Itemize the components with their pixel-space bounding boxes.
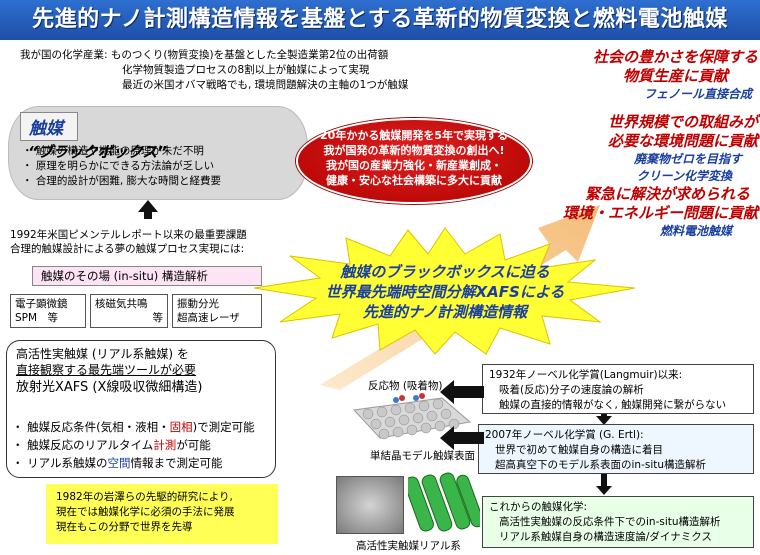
nanotube-catalyst-image — [408, 472, 480, 532]
down-arrow-icon — [596, 416, 612, 425]
page-title: 先進的ナノ計測構造情報を基盤とする革新的物質変換と燃料電池触媒 — [0, 0, 760, 40]
history-line: これからの触媒化学: — [489, 501, 588, 513]
catalyst-tag: 触媒 — [20, 112, 78, 141]
goal-example: 燃料電池触媒 — [659, 224, 732, 238]
history-line: 触媒の直接的情報がなく, 触媒開発に繋がらない — [499, 399, 727, 411]
star-line: 世界最先端時空間分解XAFSによる — [325, 283, 565, 301]
xafs-benefit: ・ 触媒反応条件(気相・液相・固相)で測定可能 — [12, 420, 255, 434]
star-burst-graphic — [253, 227, 636, 355]
blackbox-item: ・ 原理を明らかにできる方法論が乏しい — [22, 160, 215, 172]
blackbox-header: 触媒 “ブラックボックス” — [20, 112, 220, 161]
star-line: 先進的ナノ計測構造情報 — [362, 303, 528, 321]
goal-example: 廃棄物ゼロを目指す — [633, 152, 742, 166]
intro-text: 我が国の化学産業: ものつくり(物質変換)を基盤とした全製造業第2位の出荷額 化… — [12, 48, 452, 93]
down-arrow-icon — [596, 486, 612, 495]
technique-line: SPM 等 — [15, 312, 59, 324]
red-oval-line: 20年かかる触媒開発を5年で実現する — [320, 129, 508, 142]
history-box-1932: 1932年ノーベル化学賞(Langmuir)以来: 吸着(反応)分子の速度論の解… — [482, 364, 754, 414]
real-catalyst-line-1: 高活性実触媒 (リアル系触媒) を — [16, 347, 189, 361]
blackbox-list: ・ 触媒の構造や機能の原理が未だ不明 ・ 原理を明らかにできる方法論が乏しい ・… — [22, 144, 221, 189]
history-line: 世界で初めて触媒自身の構造に着目 — [495, 444, 663, 456]
technique-line: 核磁気共鳴 — [95, 298, 148, 310]
history-box-2007: 2007年ノーベル化学賞 (G. Ertl): 世界で初めて触媒自身の構造に着目… — [478, 424, 754, 474]
goal-text: 環境・エネルギー問題に貢献 — [562, 204, 758, 222]
goal-example: クリーン化学変換 — [636, 169, 732, 183]
red-oval-text: 20年かかる触媒開発を5年で実現する 我が国発の革新的物質変換の創出へ! 我が国… — [300, 128, 528, 188]
intro-line-1: 我が国の化学産業: ものつくり(物質変換)を基盤とした全製造業第2位の出荷額 — [20, 49, 389, 61]
technique-line: 超高速レーザ — [177, 312, 240, 324]
surface-label: 単結晶モデル触媒表面 — [370, 450, 475, 462]
single-crystal-surface-image — [352, 393, 472, 440]
report-line-2: 合理的触媒設計による夢の触媒プロセス実現には: — [10, 243, 245, 255]
blackbox-item: ・ 合理的設計が困難, 膨大な時間と経費要 — [22, 175, 222, 187]
history-line: リアル系触媒自身の構造速度論/ダイナミクス — [499, 531, 712, 543]
iwasawa-line: 現在では触媒化学に必須の手法に発展 — [56, 506, 235, 518]
iwasawa-note: 1982年の岩澤らの先駆的研究により, 現在では触媒化学に必須の手法に発展 現在… — [46, 484, 278, 544]
red-oval-line: 我が国の産業力強化・新産業創成・ — [326, 159, 502, 172]
history-line: 1932年ノーベル化学賞(Langmuir)以来: — [489, 369, 683, 381]
goal-text: 緊急に解決が求められる — [584, 185, 750, 203]
intro-line-3: 最近の米国オバマ戦略でも, 環境問題解決の主軸の1つが触媒 — [122, 79, 409, 91]
up-arrow-stem — [144, 211, 152, 219]
star-text: 触媒のブラックボックスに迫る 世界最先端時空間分解XAFSによる 先進的ナノ計測… — [300, 262, 590, 322]
technique-box-em: 電子顕微鏡 SPM 等 — [10, 294, 86, 328]
real-catalyst-label: 高活性実触媒リアル系 — [356, 540, 461, 552]
real-catalyst-panel — [6, 340, 276, 478]
history-line: 吸着(反応)分子の速度論の解析 — [499, 384, 644, 396]
history-line: 2007年ノーベル化学賞 (G. Ertl): — [485, 429, 644, 441]
xafs-benefits-list: ・ 触媒反応条件(気相・液相・固相)で測定可能 ・ 触媒反応のリアルタイム計測が… — [12, 418, 255, 472]
blackbox-title: “ブラックボックス” — [28, 143, 167, 161]
iwasawa-line: 現在もこの分野で世界を先導 — [56, 521, 193, 533]
real-catalyst-line-2: 直接観察する最先端ツールが必要 — [16, 363, 197, 377]
red-oval-callout — [296, 118, 532, 204]
technique-line: 振動分光 — [177, 298, 219, 310]
goal-example: フェノール直接合成 — [643, 87, 752, 101]
goal-text: 世界規模での取組みが — [607, 113, 758, 131]
reactant-label: 反応物 (吸着物) — [368, 380, 443, 392]
down-arrow-stem — [601, 474, 607, 486]
tem-micrograph-image — [336, 476, 404, 534]
history-line: 高活性実触媒の反応条件下でのin-situ構造解析 — [499, 516, 721, 528]
technique-box-spectroscopy: 振動分光 超高速レーザ — [172, 294, 262, 328]
star-line: 触媒のブラックボックスに迫る — [340, 263, 550, 281]
real-catalyst-heading: 高活性実触媒 (リアル系触媒) を 直接観察する最先端ツールが必要 — [16, 346, 196, 378]
technique-box-nmr: 核磁気共鳴 等 — [90, 294, 168, 328]
technique-line: 等 — [110, 312, 163, 324]
intro-line-2: 化学物質製造プロセスの8割以上が触媒によって実現 — [122, 64, 370, 76]
red-oval-line: 我が国発の革新的物質変換の創出へ! — [323, 144, 505, 157]
blackbox-item: ・ 触媒の構造や機能の原理が未だ不明 — [22, 145, 204, 157]
connector-arrows — [440, 380, 484, 450]
goal-text: 物質生産に貢献 — [622, 67, 728, 85]
iwasawa-line: 1982年の岩澤らの先駆的研究により, — [56, 491, 233, 503]
up-arrow-icon — [138, 200, 158, 212]
goals-block: 社会の豊かさを保障する 物質生産に貢献 フェノール直接合成 世界規模での取組みが… — [538, 48, 758, 240]
pimentel-report-text: 1992年米国ピメンテルレポート以来の最重要課題 合理的触媒設計による夢の触媒プ… — [10, 228, 247, 256]
goal-text: 必要な環境問題に貢献 — [607, 132, 758, 150]
red-oval-line: 健康・安心な社会構築に多大に貢献 — [326, 174, 502, 187]
goal-text: 社会の豊かさを保障する — [592, 48, 758, 66]
insitu-label-box: 触媒のその場 (in-situ) 構造解析 — [32, 266, 262, 286]
xafs-heading: 放射光XAFS (X線吸収微細構造) — [16, 380, 203, 395]
history-box-future: これからの触媒化学: 高活性実触媒の反応条件下でのin-situ構造解析 リアル… — [482, 496, 754, 548]
report-line-1: 1992年米国ピメンテルレポート以来の最重要課題 — [10, 229, 247, 241]
history-line: 超高真空下のモデル系表面のin-situ構造解析 — [495, 459, 707, 471]
technique-line: 電子顕微鏡 — [15, 298, 68, 310]
xafs-benefit: ・ 触媒反応のリアルタイム計測が可能 — [12, 438, 211, 452]
xafs-benefit: ・ リアル系触媒の空間情報まで測定可能 — [12, 456, 223, 470]
